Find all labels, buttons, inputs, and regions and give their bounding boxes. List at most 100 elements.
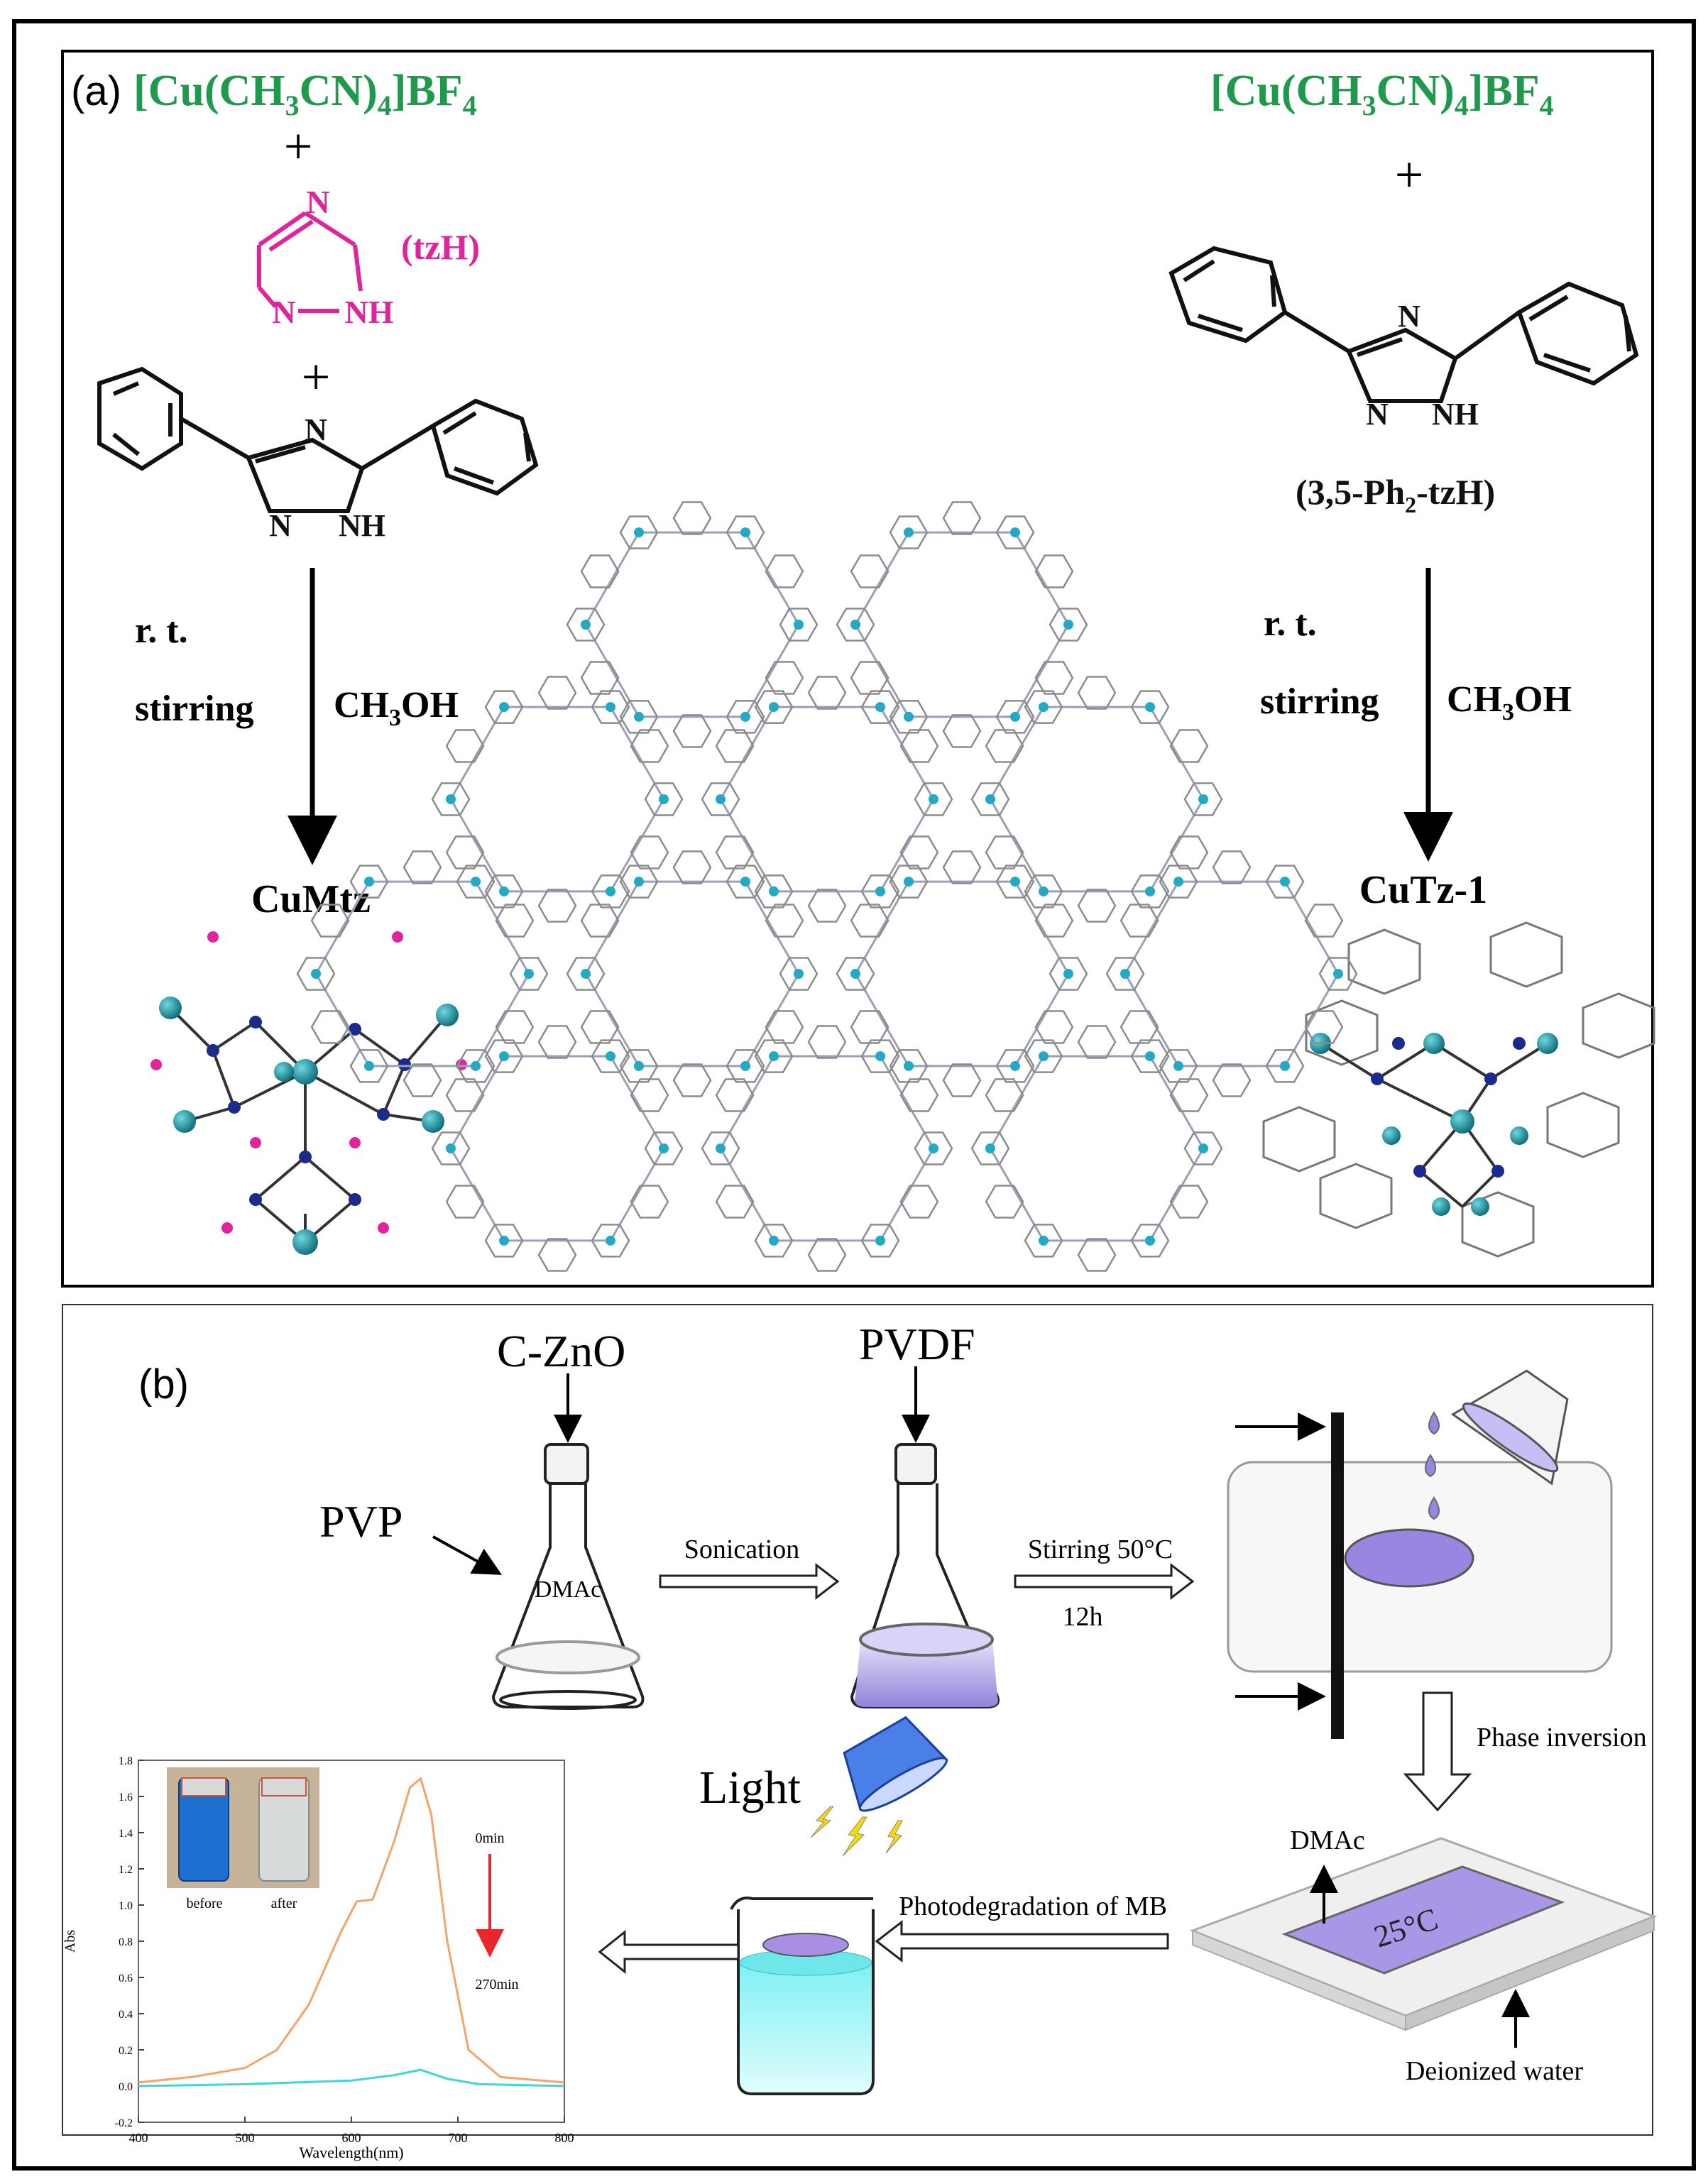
phenyl-ring <box>1077 676 1117 710</box>
cu-atom <box>1198 1143 1208 1153</box>
cu-atom <box>904 527 914 538</box>
to-spectrum-arrow <box>598 1929 740 1975</box>
cu-atom <box>364 1060 374 1071</box>
cu-atom <box>581 969 591 979</box>
cu-atom <box>850 620 860 630</box>
phenyl-ring <box>644 782 684 816</box>
cu-atom <box>1010 877 1020 887</box>
phenyl-ring <box>1212 850 1252 884</box>
left-cu-reagent: [Cu(CH3CN)4]BF4 <box>133 67 477 121</box>
photodegradation-arrow <box>875 1919 1169 1963</box>
cu-atom <box>850 969 860 979</box>
cu-atom <box>499 1051 509 1062</box>
cu-atom <box>716 794 726 804</box>
cu-atom <box>311 969 321 979</box>
mof-pore <box>449 706 665 893</box>
phenyl-ring <box>484 874 524 909</box>
cu-atom <box>985 1143 995 1153</box>
phenyl-ring <box>672 1063 712 1097</box>
cu-atom <box>904 877 914 887</box>
phenyl-ring <box>1169 1078 1209 1112</box>
phenyl-ring <box>1034 904 1074 938</box>
phenyl-ring <box>403 1063 442 1097</box>
phenyl-ring <box>889 1049 929 1083</box>
inset-before-label: before <box>186 1896 222 1911</box>
cu-atom <box>794 969 804 979</box>
lamp-icon <box>843 1716 948 1812</box>
phenyl-ring <box>1304 904 1344 938</box>
phenyl-ring <box>431 1131 471 1165</box>
cu-atom <box>1010 1060 1020 1071</box>
phenyl-ring <box>807 1025 847 1059</box>
phenyl-ring <box>1024 690 1063 724</box>
cu-atom <box>1280 1060 1290 1071</box>
phenyl-ring <box>942 501 982 535</box>
phenyl-ring <box>1034 1010 1074 1044</box>
phenyl-ring <box>715 835 755 869</box>
mof-pore <box>854 880 1070 1068</box>
phenyl-ring <box>296 957 336 991</box>
chart-y-tick-label: 0.2 <box>119 2045 133 2057</box>
phenyl-ring <box>860 1224 900 1258</box>
phenyl-ring <box>754 874 794 909</box>
light-label: Light <box>699 1762 801 1813</box>
phenyl-ring <box>899 1078 939 1112</box>
phenyl-ring <box>1130 1039 1170 1073</box>
phenyl-ring <box>1024 1039 1063 1073</box>
phenyl-ring <box>985 1078 1024 1112</box>
phenyl-ring <box>942 714 982 748</box>
phenyl-ring <box>914 782 953 816</box>
cu-atom <box>1173 1060 1183 1071</box>
phenyl-ring <box>1169 729 1209 763</box>
phenyl-ring <box>899 729 939 763</box>
phenyl-ring <box>509 957 549 991</box>
phenyl-ring <box>701 782 740 816</box>
phenyl-ring <box>765 904 804 938</box>
mof-framework <box>296 501 1358 1272</box>
atom-label: N <box>272 294 295 330</box>
panel-b-label: (b) <box>138 1361 189 1407</box>
cu-atom <box>1039 1051 1049 1062</box>
chart-y-tick-label: 1.8 <box>119 1755 133 1767</box>
phenyl-ring <box>537 889 577 923</box>
phenyl-ring <box>1077 1238 1117 1272</box>
phenyl-ring <box>715 729 755 763</box>
cumtz-cluster <box>150 931 467 1255</box>
phenyl-ring <box>580 1010 620 1044</box>
chart-x-tick-label: 400 <box>129 2131 148 2145</box>
chart-y-tick-label: 1.2 <box>119 1864 133 1876</box>
phenyl-ring <box>850 1010 889 1044</box>
mof-pore <box>989 706 1205 893</box>
phenyl-ring <box>726 1049 765 1083</box>
cu-atom <box>716 1143 726 1153</box>
phenyl-ring <box>836 608 875 642</box>
phenyl-ring <box>889 700 929 734</box>
phenyl-ring <box>889 515 929 549</box>
phenyl-ring <box>591 690 630 724</box>
mof-pore <box>449 1055 665 1242</box>
phenyl-ring <box>726 515 765 549</box>
phenyl-ring <box>765 661 804 695</box>
phenyl-ring <box>445 835 485 869</box>
cu-atom <box>985 794 995 804</box>
atom-label: N <box>1366 397 1389 432</box>
atom-label: NH <box>345 294 394 330</box>
phenyl-ring <box>537 676 577 710</box>
cu-atom <box>929 794 938 804</box>
phenyl-ring <box>995 1049 1035 1083</box>
phenyl-ring <box>754 690 794 724</box>
phenyl-ring <box>807 889 847 923</box>
phenyl-ring <box>765 554 804 588</box>
phenyl-ring <box>754 1039 794 1073</box>
cu-atom <box>875 886 885 896</box>
cu-atom <box>875 1051 885 1062</box>
phenyl-ring <box>970 1131 1010 1165</box>
phenyl-ring <box>403 850 442 884</box>
cu-atom <box>929 1143 938 1153</box>
cu-atom <box>1039 1235 1049 1246</box>
phenyl-ring <box>566 957 606 991</box>
cu-atom <box>769 1051 779 1062</box>
phenyl-ring <box>619 700 659 734</box>
chart-series-line-1 <box>138 2068 565 2087</box>
phenyl-ring <box>779 957 819 991</box>
